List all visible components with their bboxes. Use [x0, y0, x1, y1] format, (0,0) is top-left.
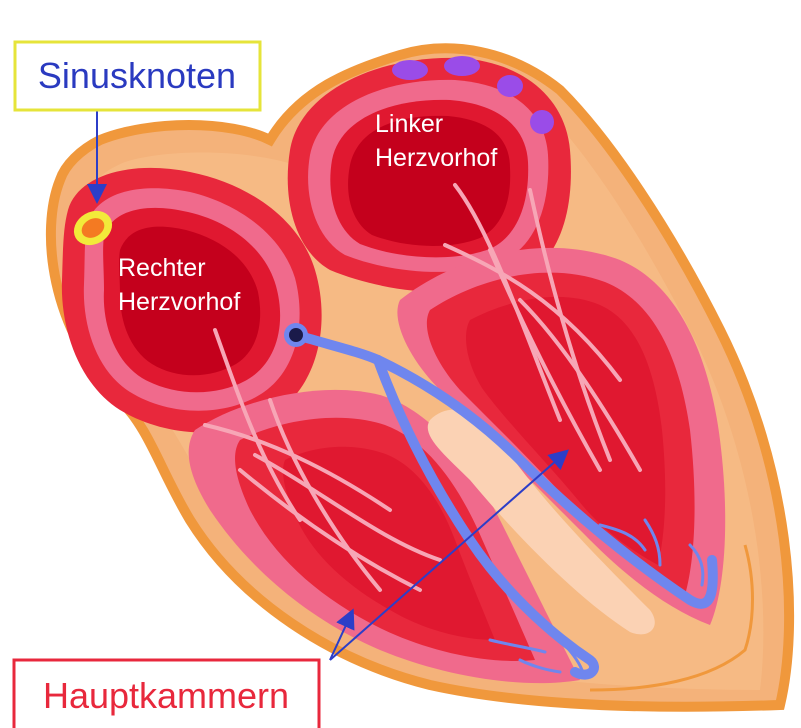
sinusknoten-label: Sinusknoten	[38, 55, 236, 96]
linker-herzvorhof-label-line1: Linker	[375, 110, 443, 138]
purple-spot	[444, 56, 480, 76]
linker-herzvorhof-label-line2: Herzvorhof	[375, 144, 497, 172]
hauptkammern-label: Hauptkammern	[43, 675, 289, 716]
rechter-herzvorhof-label-line1: Rechter	[118, 254, 206, 282]
purple-spot	[392, 60, 428, 80]
purple-spot	[530, 110, 554, 134]
purple-spot	[497, 75, 523, 97]
av-node	[284, 323, 308, 347]
rechter-herzvorhof-label-line2: Herzvorhof	[118, 288, 240, 316]
